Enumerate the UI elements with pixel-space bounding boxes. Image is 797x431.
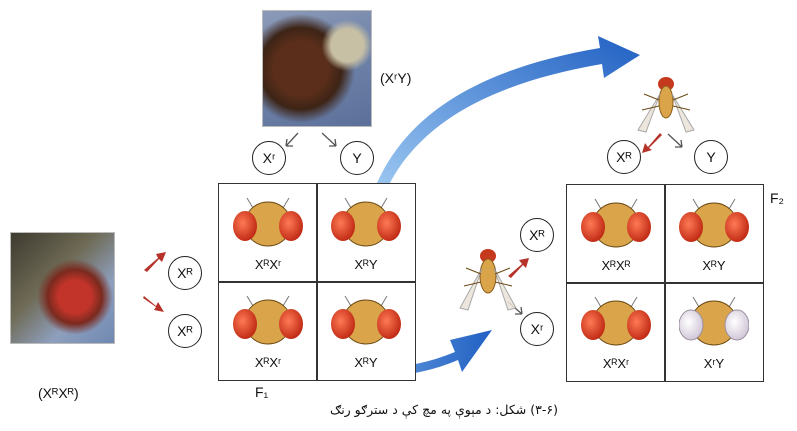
gamete-arrow-female-top [144, 252, 166, 272]
f1-cell-1: XᴿXʳ [219, 184, 317, 280]
f1-label: F₁ [255, 384, 268, 400]
f1-genotype-1: XᴿXʳ [219, 257, 317, 272]
f2-punnett-square: XᴿXᴿ XᴿY XᴿXʳ XʳY [566, 184, 764, 382]
fly-head-red-eye-icon [581, 191, 651, 253]
female-parent-genotype: (XᴿXᴿ) [38, 385, 79, 401]
gamete-f1female-xr: Xʳ [520, 312, 554, 346]
fly-head-white-eye-icon [679, 289, 749, 351]
gamete-female-top: Xᴿ [168, 256, 202, 290]
f2-cell-2: XᴿY [665, 185, 763, 281]
male-parent-photo [262, 10, 372, 127]
fly-head-red-eye-icon [581, 289, 651, 351]
f1-cell-4: XᴿY [317, 282, 415, 378]
f2-label: F₂ [770, 190, 784, 206]
fly-head-red-eye-icon [233, 288, 303, 350]
gamete-arrow-male-xr [286, 133, 298, 146]
gamete-male-xr: Xʳ [252, 141, 286, 175]
fly-head-red-eye-icon [331, 190, 401, 252]
f1-cell-2: XᴿY [317, 184, 415, 280]
fly-head-red-eye-icon [331, 288, 401, 350]
male-parent-genotype: (XʳY) [380, 70, 411, 86]
gamete-arrow-male-y [322, 133, 336, 146]
f1-punnett-square: XᴿXʳ XᴿY XᴿXʳ XᴿY [218, 183, 416, 381]
f1-male-fly-icon [626, 60, 706, 140]
figure-caption: (۳-۶) شکل: د مېوې په مچ کې د سترګو رنګ [330, 402, 558, 417]
f1-female-fly-icon [452, 236, 524, 316]
gamete-arrow-female-bottom [143, 296, 164, 312]
gamete-male-y: Y [340, 141, 374, 175]
f1-genotype-4: XᴿY [317, 355, 415, 370]
f1-genotype-3: XᴿXʳ [219, 355, 317, 370]
fly-head-red-eye-icon [233, 190, 303, 252]
female-parent-photo [10, 232, 115, 344]
f2-genotype-4: XʳY [665, 356, 763, 371]
cross-arrow-male [372, 36, 640, 200]
f2-genotype-1: XᴿXᴿ [567, 258, 665, 273]
gamete-f1male-y: Y [694, 140, 728, 174]
f2-genotype-2: XᴿY [665, 258, 763, 273]
f2-cell-4: XʳY [665, 283, 763, 379]
gamete-female-bottom: Xᴿ [168, 314, 202, 348]
f1-cell-3: XᴿXʳ [219, 282, 317, 378]
fly-head-red-eye-icon [679, 191, 749, 253]
f2-cell-1: XᴿXᴿ [567, 185, 665, 281]
f2-cell-3: XᴿXʳ [567, 283, 665, 379]
gamete-f1female-xR: Xᴿ [520, 218, 554, 252]
gamete-f1male-xR: Xᴿ [607, 140, 641, 174]
f2-genotype-3: XᴿXʳ [567, 356, 665, 371]
f1-genotype-2: XᴿY [317, 257, 415, 272]
